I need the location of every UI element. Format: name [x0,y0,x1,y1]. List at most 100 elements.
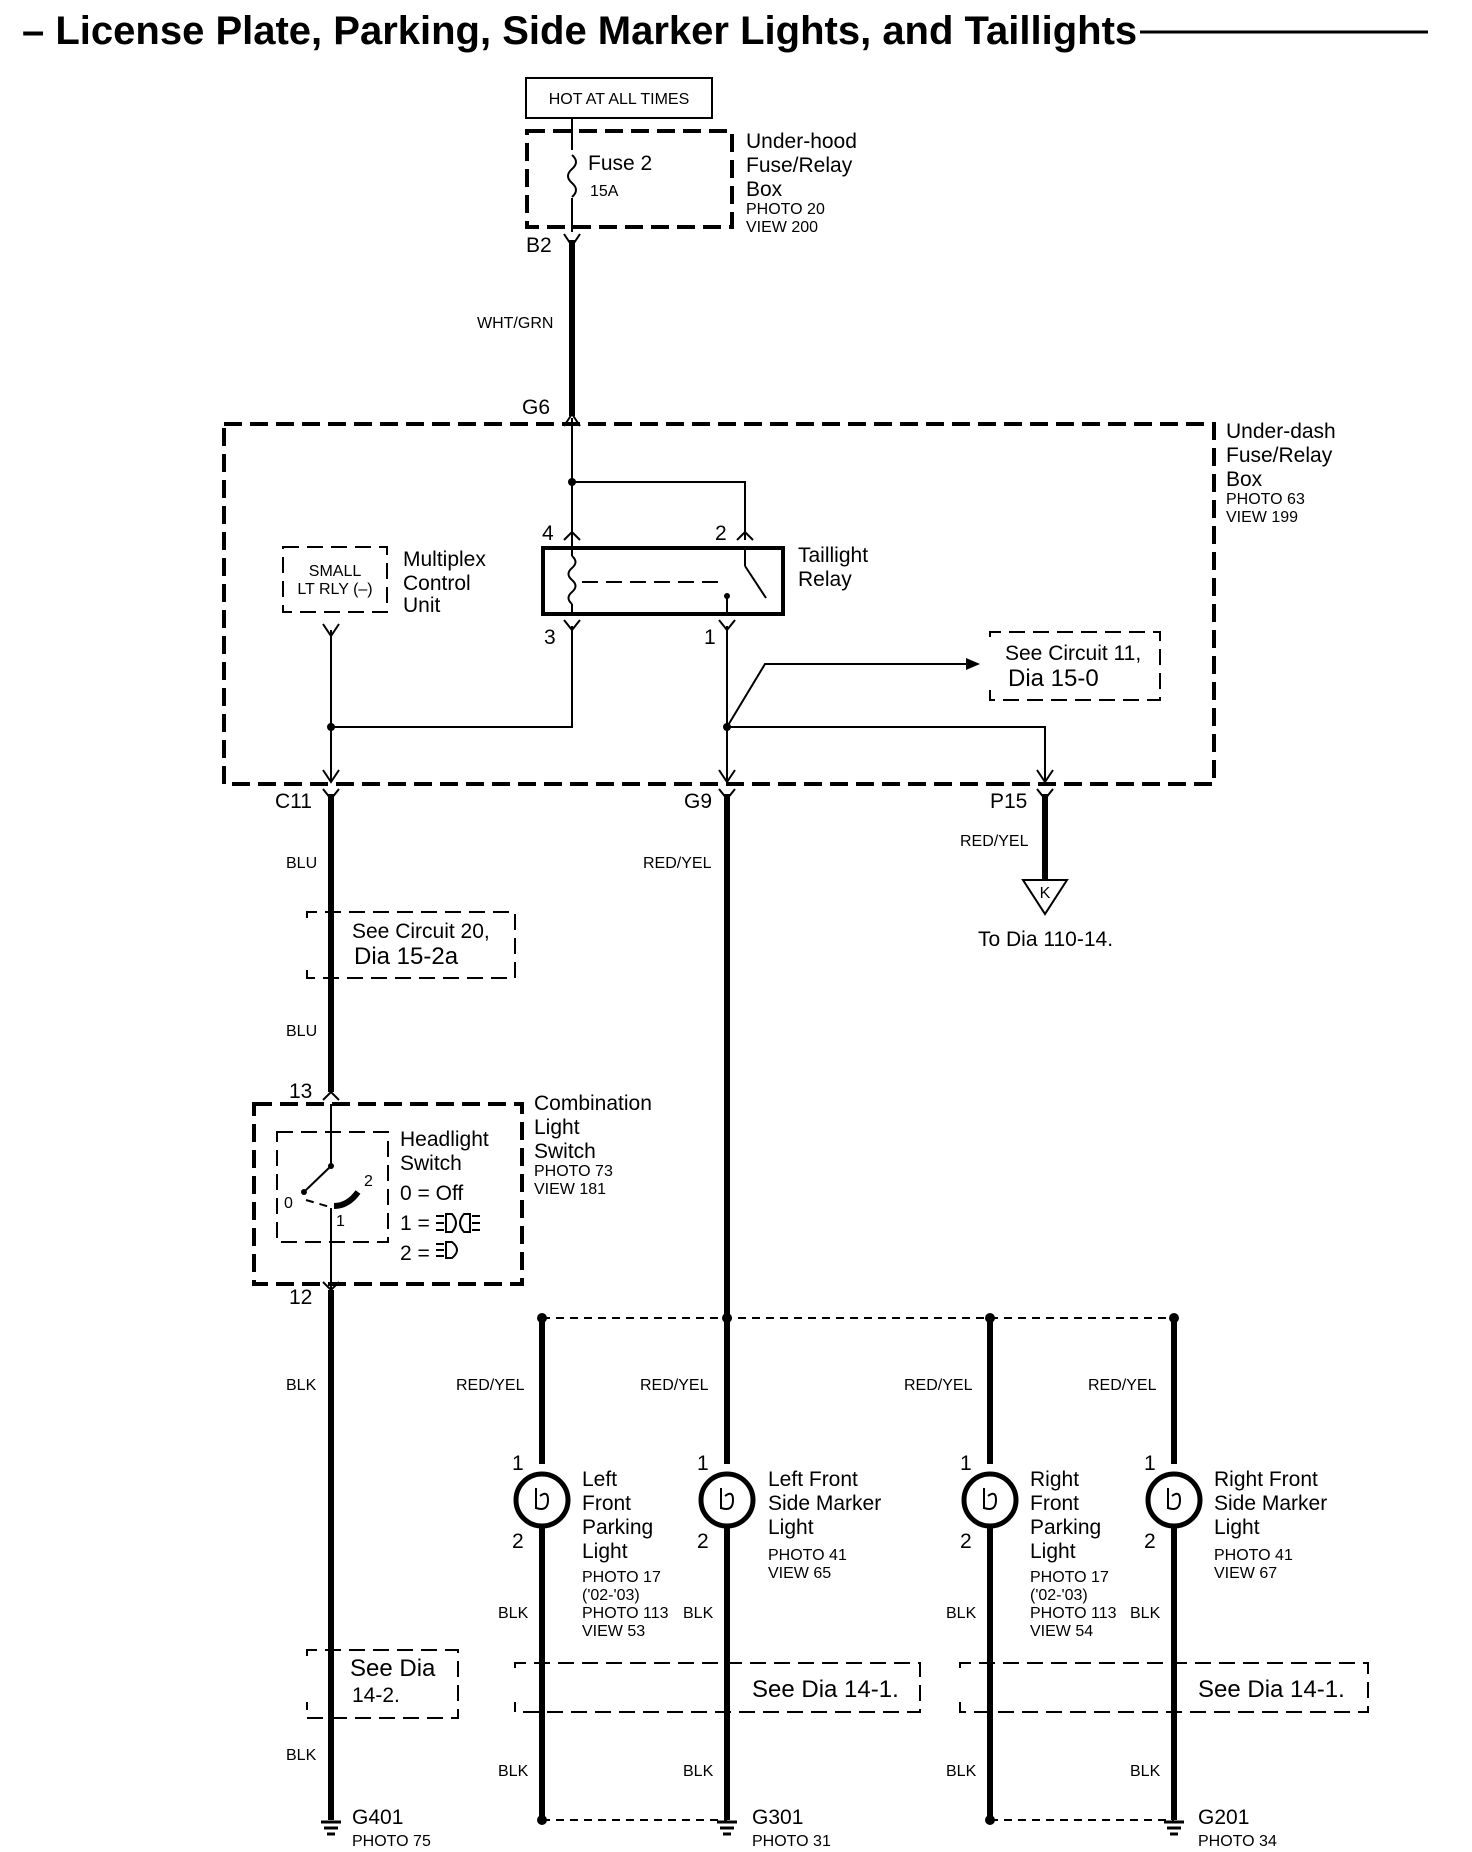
left-front-parking-photo-2: ('02-'03) [582,1587,640,1604]
switch-contact-bar [333,1190,361,1209]
right-front-parking-photo-3: PHOTO 113 [1030,1605,1117,1622]
switch-pos-0: 0 [284,1195,293,1212]
fuse-symbol [567,154,577,198]
circuit11-arrow [966,658,980,670]
switch-legend-0: 0 = Off [400,1182,463,1205]
g401-ground-icon [321,1820,341,1836]
branch1-pin1: 1 [512,1452,524,1475]
power-source-box [525,77,713,119]
relay-label-2: Relay [798,568,852,591]
connector-g6: G6 [522,396,550,419]
relay-pin4: 4 [542,522,554,545]
connector-c11: C11 [275,790,312,813]
underhood-fuse-box [525,129,734,229]
left-front-parking-label-1: Left [582,1468,617,1491]
relay-switch-feed [572,481,746,540]
switch-arm [305,1165,332,1191]
branch4-pin1: 1 [1144,1452,1156,1475]
headlight-switch-label-1: Headlight [400,1128,489,1151]
dia142-ref-2: 14-2. [352,1684,400,1707]
branch3-redyel-label: RED/YEL [904,1377,973,1394]
branch4-redyel-label: RED/YEL [1088,1377,1157,1394]
combo-switch-box [252,1102,524,1286]
dia142-ref-1: See Dia [350,1655,436,1682]
left-front-parking-label-3: Parking [582,1516,653,1539]
ground-g401-photo: PHOTO 75 [352,1833,431,1850]
blu-label-2: BLU [286,1023,317,1040]
branch3-blk-lower-label: BLK [946,1763,977,1780]
underhood-view: VIEW 200 [746,219,818,236]
mcu-label-3: Unit [403,594,441,617]
ground-g201: G201 [1198,1806,1249,1829]
dia141-right-ref: See Dia 14-1. [1198,1676,1345,1703]
fuse-name: Fuse 2 [588,152,652,175]
left-front-parking-label-4: Light [582,1540,628,1563]
circuit11-ref-1: See Circuit 11, [1005,642,1141,665]
dia141-left-box [514,1662,921,1713]
right-front-parking-photo-2: ('02-'03) [1030,1587,1088,1604]
bulb-filament-3 [983,1488,998,1510]
g301-ground-icon [717,1820,737,1836]
connector-g9: G9 [684,790,712,813]
relay-pin1: 1 [704,626,716,649]
c11-arrow [322,769,340,784]
branch2-blk-label: BLK [683,1605,714,1622]
mcu-label-2: Control [403,572,471,595]
branch2-redyel-label: RED/YEL [640,1377,709,1394]
right-front-parking-photo-4: VIEW 54 [1030,1623,1093,1640]
headlight-switch-label-2: Switch [400,1152,462,1175]
left-front-parking-label-2: Front [582,1492,631,1515]
underdash-photo: PHOTO 63 [1226,491,1305,508]
connector-p15: P15 [990,790,1027,813]
switch-pos-1: 1 [336,1213,345,1230]
power-source-label: HOT AT ALL TIMES [549,91,690,108]
left-front-parking-photo-4: VIEW 53 [582,1623,645,1640]
branch1-blk-label: BLK [498,1605,529,1622]
redyel-p15-label: RED/YEL [960,833,1029,850]
fuse-rating: 15A [590,183,619,200]
underdash-fuse-box [222,422,1216,786]
circuit20-ref-1: See Circuit 20, [352,920,490,943]
k-connector-label: K [1040,885,1051,902]
ground-g301: G301 [752,1806,803,1829]
right-front-parking-label-4: Light [1030,1540,1076,1563]
underhood-label-1: Under-hood [746,130,857,153]
switch-legend-2: 2 = [400,1242,430,1265]
left-front-side-marker-label-3: Light [768,1516,814,1539]
g9-arrow [718,769,736,784]
branch2-pin2: 2 [697,1530,709,1553]
mcu-label-1: Multiplex [403,548,486,571]
left-front-side-marker-label-2: Side Marker [768,1492,881,1515]
combo-label-2: Light [534,1116,580,1139]
underhood-label-2: Fuse/Relay [746,154,853,177]
bulb-filament-4 [1167,1488,1182,1510]
branch-left-front-parking: RED/YEL 1 2 Left Front Parking Light PHO… [456,1318,669,1820]
bulb-filament-2 [720,1488,735,1510]
blk-main-label: BLK [286,1377,317,1394]
circuit11-feed [726,663,978,728]
whtgrn-label: WHT/GRN [477,315,553,332]
blk-g401-label: BLK [286,1747,317,1764]
left-front-side-marker-label-1: Left Front [768,1468,858,1491]
branch-right-front-side-marker: RED/YEL 1 2 Right Front Side Marker Ligh… [1088,1318,1327,1820]
circuit20-box [306,911,516,979]
right-front-side-marker-label-3: Light [1214,1516,1260,1539]
pin2-arrow [736,530,754,541]
right-front-side-marker-label-2: Side Marker [1214,1492,1327,1515]
relay-pin2: 2 [715,522,727,545]
ground-g401: G401 [352,1806,403,1829]
mcu-inner-1: SMALL [309,563,362,580]
left-front-parking-photo-1: PHOTO 17 [582,1569,661,1586]
dia142-box [306,1649,459,1719]
pin4-arrow [563,530,581,541]
relay-coil-ground-wire [331,626,573,728]
left-front-parking-bulb-icon [513,1471,571,1529]
left-front-side-marker-photo-1: PHOTO 41 [768,1547,847,1564]
combo-view: VIEW 181 [534,1181,606,1198]
relay-pin3: 3 [544,626,556,649]
branch1-pin2: 2 [512,1530,524,1553]
underdash-view: VIEW 199 [1226,509,1298,526]
redyel-g9-label: RED/YEL [643,855,712,872]
ground-g201-photo: PHOTO 34 [1198,1833,1277,1850]
underdash-label-3: Box [1226,468,1263,491]
